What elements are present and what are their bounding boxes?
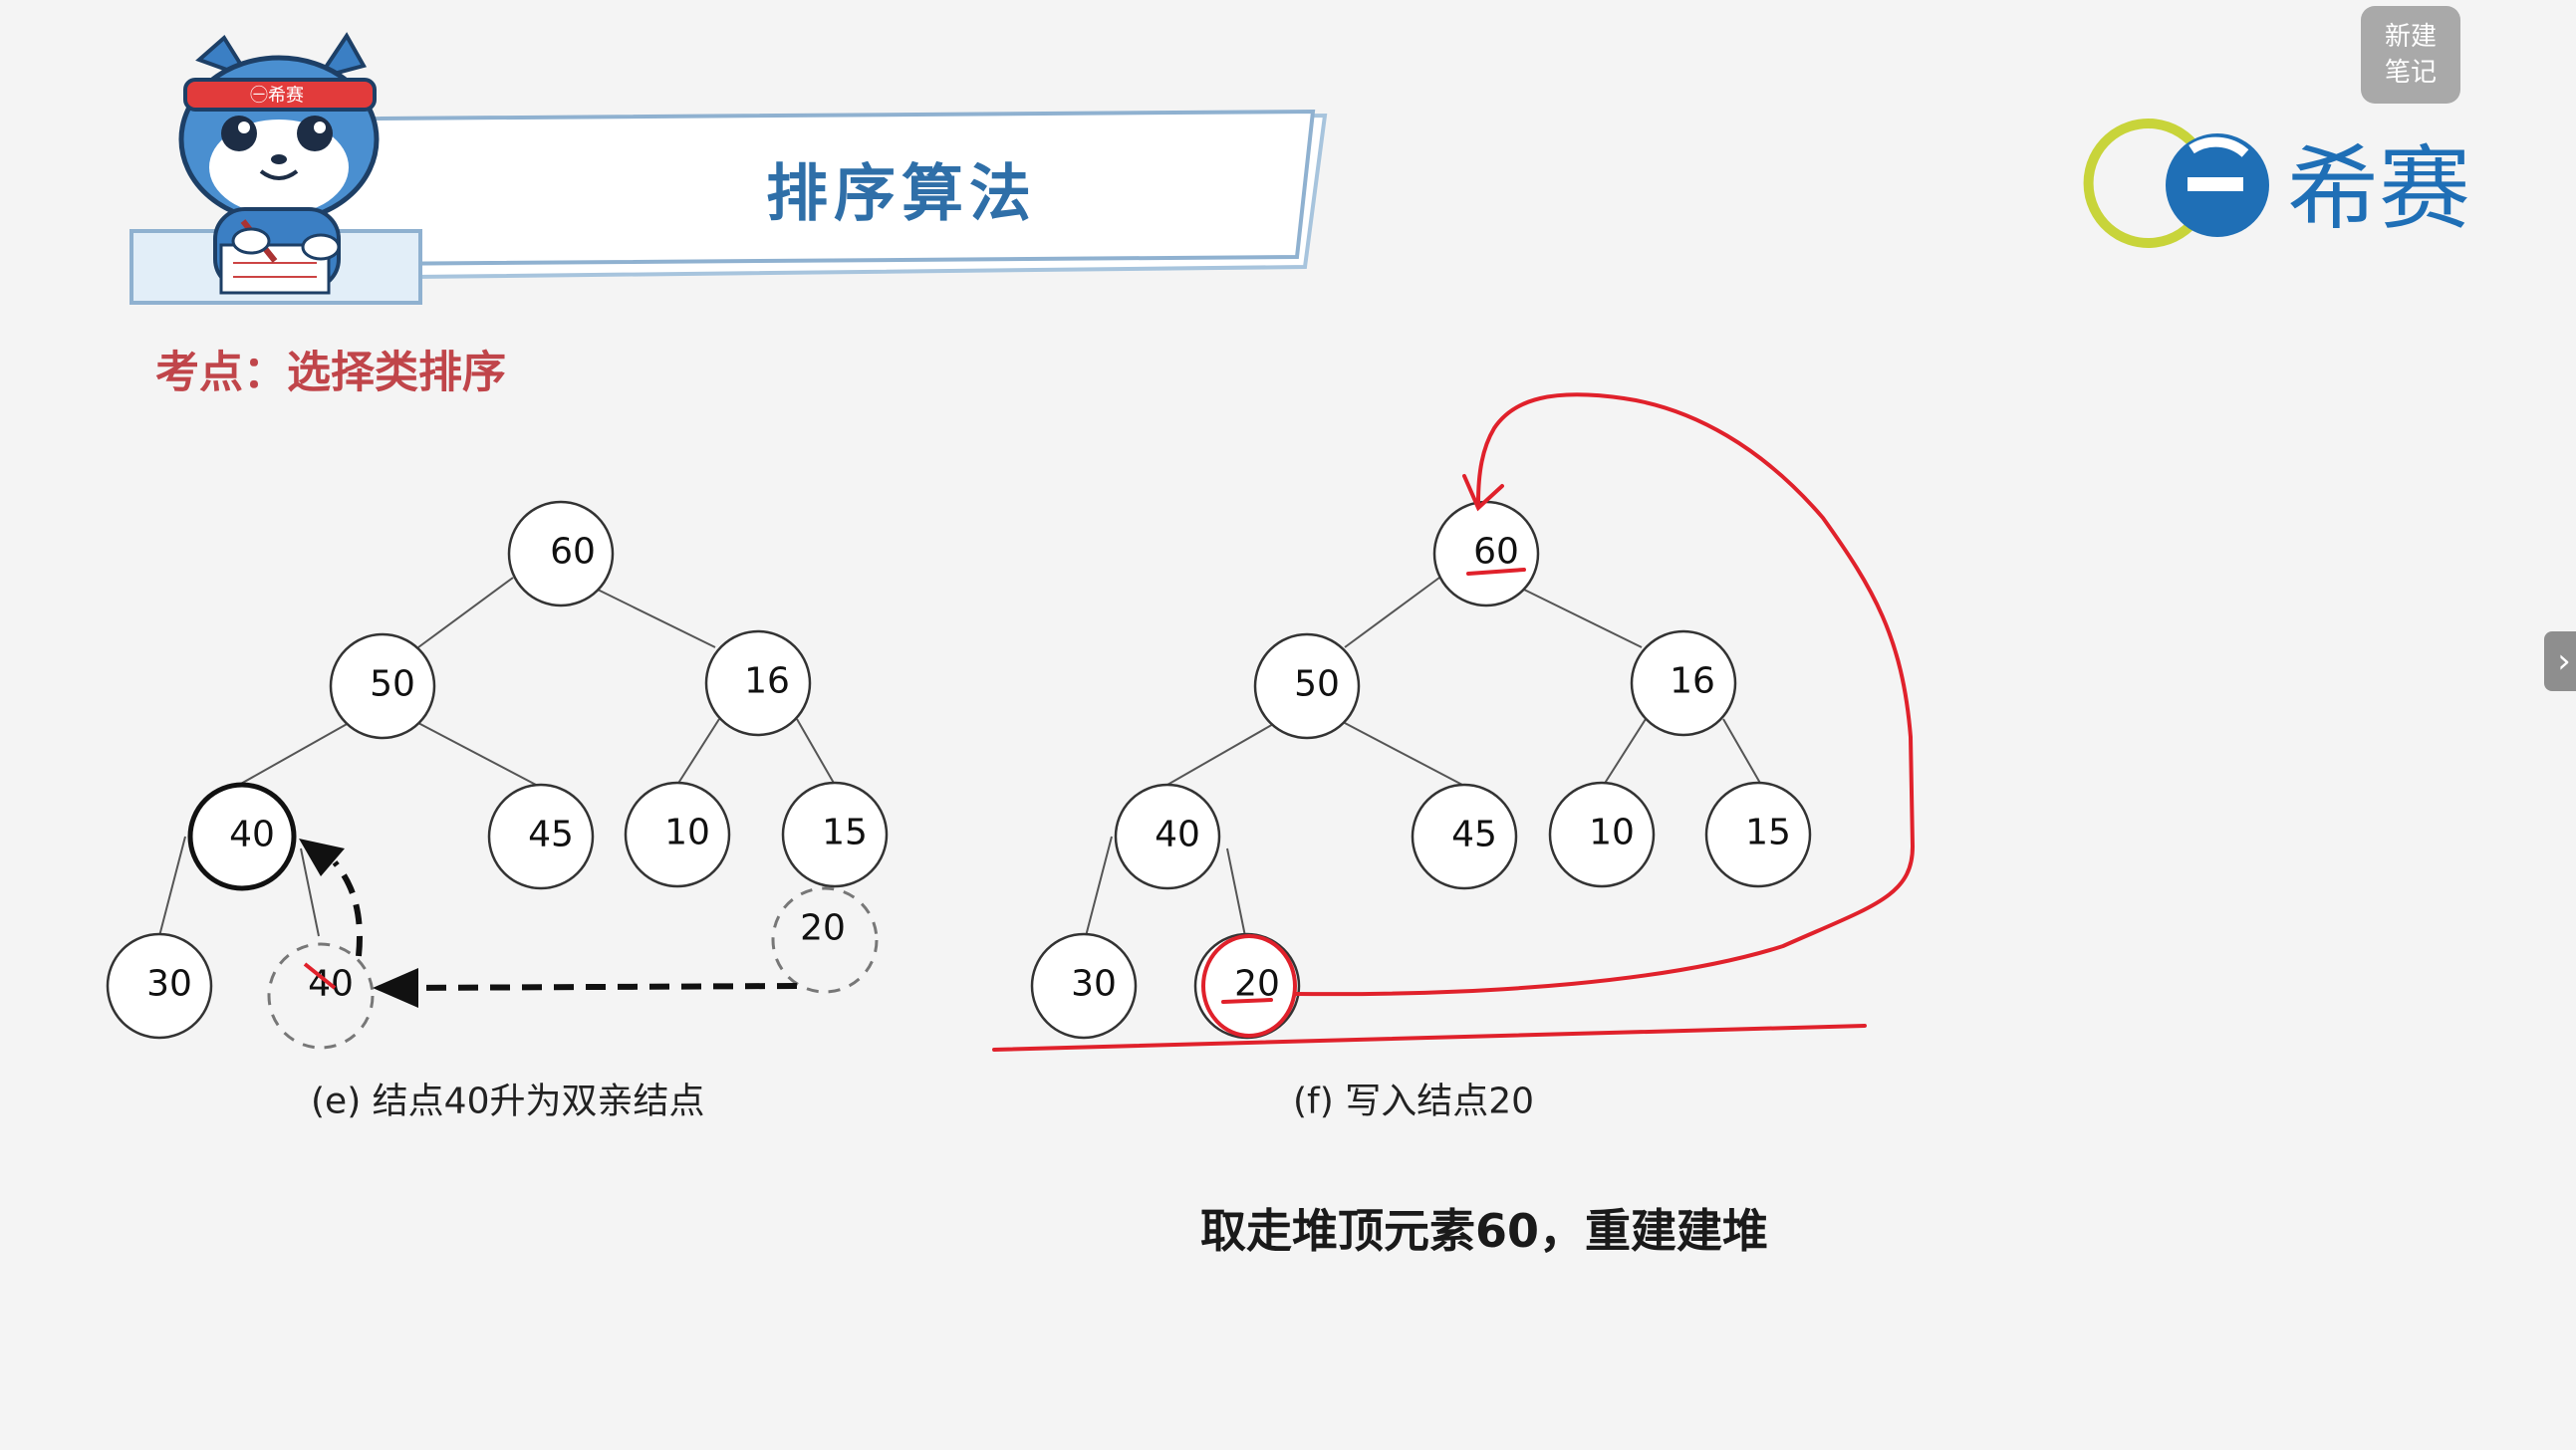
side-panel-toggle[interactable]: › xyxy=(2544,631,2576,691)
tree-e: 60 50 16 40 45 10 15 30 xyxy=(106,500,889,1122)
tree-node: 10 xyxy=(624,781,731,888)
svg-text:60: 60 xyxy=(1473,532,1519,573)
move-arrow xyxy=(299,839,798,1008)
new-note-line2: 笔记 xyxy=(2384,58,2437,88)
tree-node: 20 xyxy=(1193,932,1301,1040)
tree-node-vacated: 40 xyxy=(267,942,375,1050)
bottom-summary-text: 取走堆顶元素60，重建建堆 xyxy=(1200,1204,1768,1258)
svg-text:50: 50 xyxy=(370,664,415,705)
svg-text:20: 20 xyxy=(800,908,846,949)
svg-text:16: 16 xyxy=(744,661,790,702)
svg-text:40: 40 xyxy=(1155,815,1200,855)
chevron-right-icon: › xyxy=(2557,641,2571,681)
caption-e: (e) 结点40升为双亲结点 xyxy=(311,1082,705,1122)
new-note-button[interactable]: 新建 笔记 xyxy=(2361,6,2460,104)
svg-text:16: 16 xyxy=(1670,661,1715,702)
svg-text:30: 30 xyxy=(1071,964,1117,1005)
tree-node: 60 xyxy=(1432,500,1540,607)
brand-logo: 希赛 xyxy=(2083,119,2470,248)
tree-node: 45 xyxy=(487,783,595,890)
svg-text:60: 60 xyxy=(550,532,596,573)
svg-text:15: 15 xyxy=(1745,813,1791,853)
page-title: 排序算法 xyxy=(766,157,1037,230)
tree-node: 10 xyxy=(1548,781,1656,888)
svg-text:40: 40 xyxy=(229,815,275,855)
exam-point-label: 考点：选择类排序 xyxy=(155,348,506,398)
tree-node: 50 xyxy=(329,632,436,740)
new-note-line1: 新建 xyxy=(2384,22,2437,52)
tree-node: 15 xyxy=(781,781,889,888)
tree-node: 60 xyxy=(507,500,615,607)
tree-node-highlighted: 40 xyxy=(187,782,297,891)
mascot-headband-text: ㊀希赛 xyxy=(250,86,304,107)
tree-node: 40 xyxy=(1114,783,1221,890)
tree-node: 16 xyxy=(1630,629,1737,737)
svg-text:50: 50 xyxy=(1294,664,1340,705)
svg-text:15: 15 xyxy=(822,813,868,853)
tree-node: 15 xyxy=(1704,781,1812,888)
svg-text:20: 20 xyxy=(1234,964,1280,1005)
tree-node: 30 xyxy=(106,932,213,1040)
svg-text:45: 45 xyxy=(1451,815,1497,855)
tree-node: 45 xyxy=(1411,783,1518,890)
logo-text: 希赛 xyxy=(2287,136,2470,243)
tree-node: 50 xyxy=(1253,632,1361,740)
svg-text:45: 45 xyxy=(528,815,574,855)
tree-node: 16 xyxy=(704,629,812,737)
red-annotation xyxy=(992,392,1916,1052)
svg-text:10: 10 xyxy=(1589,813,1635,853)
tree-f: 60 50 16 40 45 10 15 30 xyxy=(992,392,1916,1122)
tree-node-moving: 20 xyxy=(771,886,879,994)
svg-text:30: 30 xyxy=(146,964,192,1005)
tree-node: 30 xyxy=(1030,932,1138,1040)
caption-f: (f) 写入结点20 xyxy=(1293,1082,1534,1122)
svg-text:10: 10 xyxy=(664,813,710,853)
mascot-cat-image: ㊀希赛 xyxy=(178,32,380,295)
